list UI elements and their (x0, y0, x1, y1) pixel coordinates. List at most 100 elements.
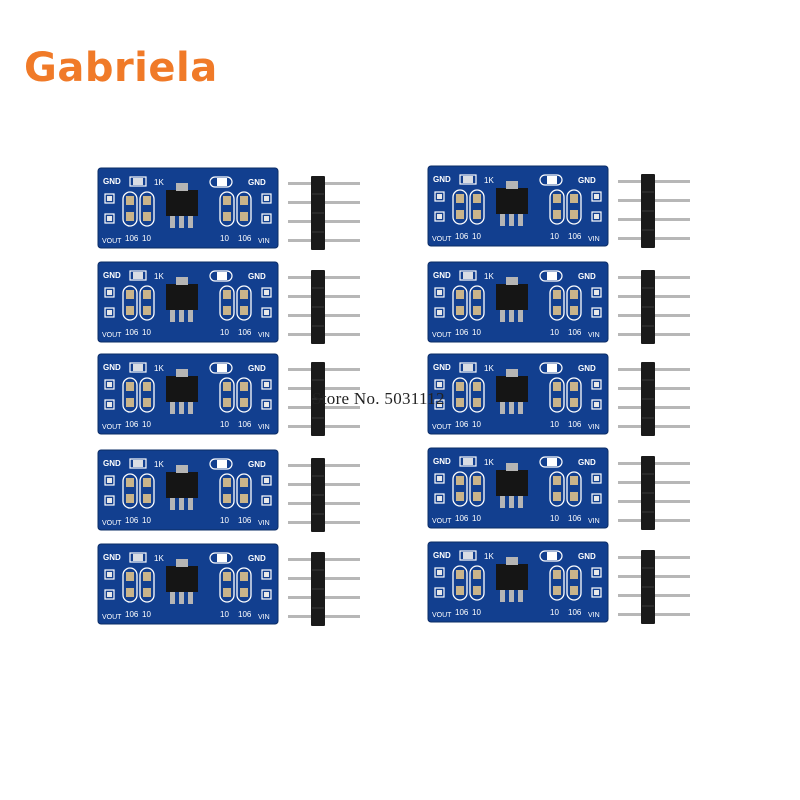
silk-cap-right: 106 (238, 420, 252, 429)
silk-res-right: 10 (220, 234, 229, 243)
silk-cap-left: 106 (455, 328, 469, 337)
silk-1k: 1K (484, 364, 494, 373)
silk-gnd-right: GND (248, 460, 266, 469)
silk-gnd-right: GND (578, 364, 596, 373)
silk-res-left: 10 (472, 232, 481, 241)
silk-cap-right: 106 (568, 608, 582, 617)
silk-vin: VIN (588, 518, 600, 525)
regulator-module: GND 1K GND (427, 165, 698, 248)
silk-res-right: 10 (220, 420, 229, 429)
silk-cap-right: 106 (568, 328, 582, 337)
silk-res-left: 10 (472, 328, 481, 337)
pin-header (288, 552, 360, 626)
pin-header (618, 270, 690, 344)
pin-header (288, 458, 360, 532)
voltage-regulator (166, 376, 198, 402)
silk-gnd-left: GND (103, 553, 121, 562)
voltage-regulator (496, 564, 528, 590)
silk-cap-right: 106 (238, 328, 252, 337)
silk-vin: VIN (258, 332, 270, 339)
silk-vin: VIN (588, 424, 600, 431)
voltage-regulator (496, 470, 528, 496)
silk-res-left: 10 (142, 610, 151, 619)
silk-cap-left: 106 (125, 234, 139, 243)
silk-gnd-right: GND (248, 554, 266, 563)
silk-vout: VOUT (102, 238, 122, 245)
regulator-module: GND 1K GND (427, 353, 698, 436)
silk-1k: 1K (484, 458, 494, 467)
silk-gnd-left: GND (103, 363, 121, 372)
brand-logo: Gabriela (24, 45, 218, 91)
silk-cap-left: 106 (455, 514, 469, 523)
silk-res-left: 10 (472, 514, 481, 523)
silk-res-left: 10 (142, 516, 151, 525)
silk-cap-left: 106 (455, 608, 469, 617)
pin-header (288, 270, 360, 344)
pin-header (288, 176, 360, 250)
silk-gnd-left: GND (433, 457, 451, 466)
silk-gnd-left: GND (103, 271, 121, 280)
silk-gnd-left: GND (103, 459, 121, 468)
silk-cap-right: 106 (568, 514, 582, 523)
voltage-regulator (166, 472, 198, 498)
silk-cap-left: 106 (125, 328, 139, 337)
silk-res-right: 10 (550, 420, 559, 429)
silk-1k: 1K (154, 178, 164, 187)
silk-cap-left: 106 (125, 610, 139, 619)
voltage-regulator (166, 190, 198, 216)
silk-gnd-right: GND (248, 364, 266, 373)
voltage-regulator (166, 284, 198, 310)
pin-header (618, 362, 690, 436)
silk-vout: VOUT (432, 518, 452, 525)
voltage-regulator (496, 376, 528, 402)
silk-gnd-left: GND (433, 551, 451, 560)
silk-vin: VIN (588, 332, 600, 339)
regulator-module: GND 1K GND (97, 167, 368, 250)
silk-res-left: 10 (142, 420, 151, 429)
silk-res-left: 10 (472, 608, 481, 617)
regulator-module: GND 1K GND (427, 261, 698, 344)
voltage-regulator (496, 188, 528, 214)
silk-cap-left: 106 (455, 232, 469, 241)
silk-cap-right: 106 (238, 610, 252, 619)
silk-1k: 1K (484, 272, 494, 281)
silk-gnd-right: GND (248, 178, 266, 187)
silk-vin: VIN (588, 612, 600, 619)
regulator-module: GND 1K GND (97, 543, 368, 626)
silk-gnd-right: GND (578, 272, 596, 281)
silk-cap-right: 106 (238, 234, 252, 243)
silk-res-right: 10 (220, 516, 229, 525)
silk-vout: VOUT (432, 424, 452, 431)
silk-vin: VIN (588, 236, 600, 243)
pin-header (618, 550, 690, 624)
pin-header (618, 174, 690, 248)
silk-gnd-right: GND (578, 176, 596, 185)
silk-gnd-right: GND (248, 272, 266, 281)
silk-res-left: 10 (142, 328, 151, 337)
regulator-module: GND 1K GND (427, 541, 698, 624)
silk-1k: 1K (154, 364, 164, 373)
silk-cap-right: 106 (568, 420, 582, 429)
silk-cap-left: 106 (455, 420, 469, 429)
silk-res-left: 10 (472, 420, 481, 429)
silk-1k: 1K (154, 460, 164, 469)
silk-vout: VOUT (432, 236, 452, 243)
silk-vin: VIN (258, 520, 270, 527)
silk-gnd-left: GND (433, 271, 451, 280)
silk-vout: VOUT (432, 612, 452, 619)
silk-gnd-right: GND (578, 458, 596, 467)
regulator-module: GND 1K GND (97, 353, 368, 436)
voltage-regulator (166, 566, 198, 592)
silk-res-right: 10 (550, 232, 559, 241)
regulator-module: GND 1K GND (427, 447, 698, 530)
regulator-module: GND 1K GND (97, 261, 368, 344)
silk-gnd-left: GND (433, 363, 451, 372)
silk-vout: VOUT (102, 614, 122, 621)
silk-vout: VOUT (102, 332, 122, 339)
silk-1k: 1K (154, 272, 164, 281)
silk-gnd-left: GND (433, 175, 451, 184)
regulator-module: GND 1K GND (97, 449, 368, 532)
store-watermark: Store No. 5031112 (312, 389, 445, 408)
silk-vout: VOUT (102, 520, 122, 527)
pin-header (288, 362, 360, 436)
